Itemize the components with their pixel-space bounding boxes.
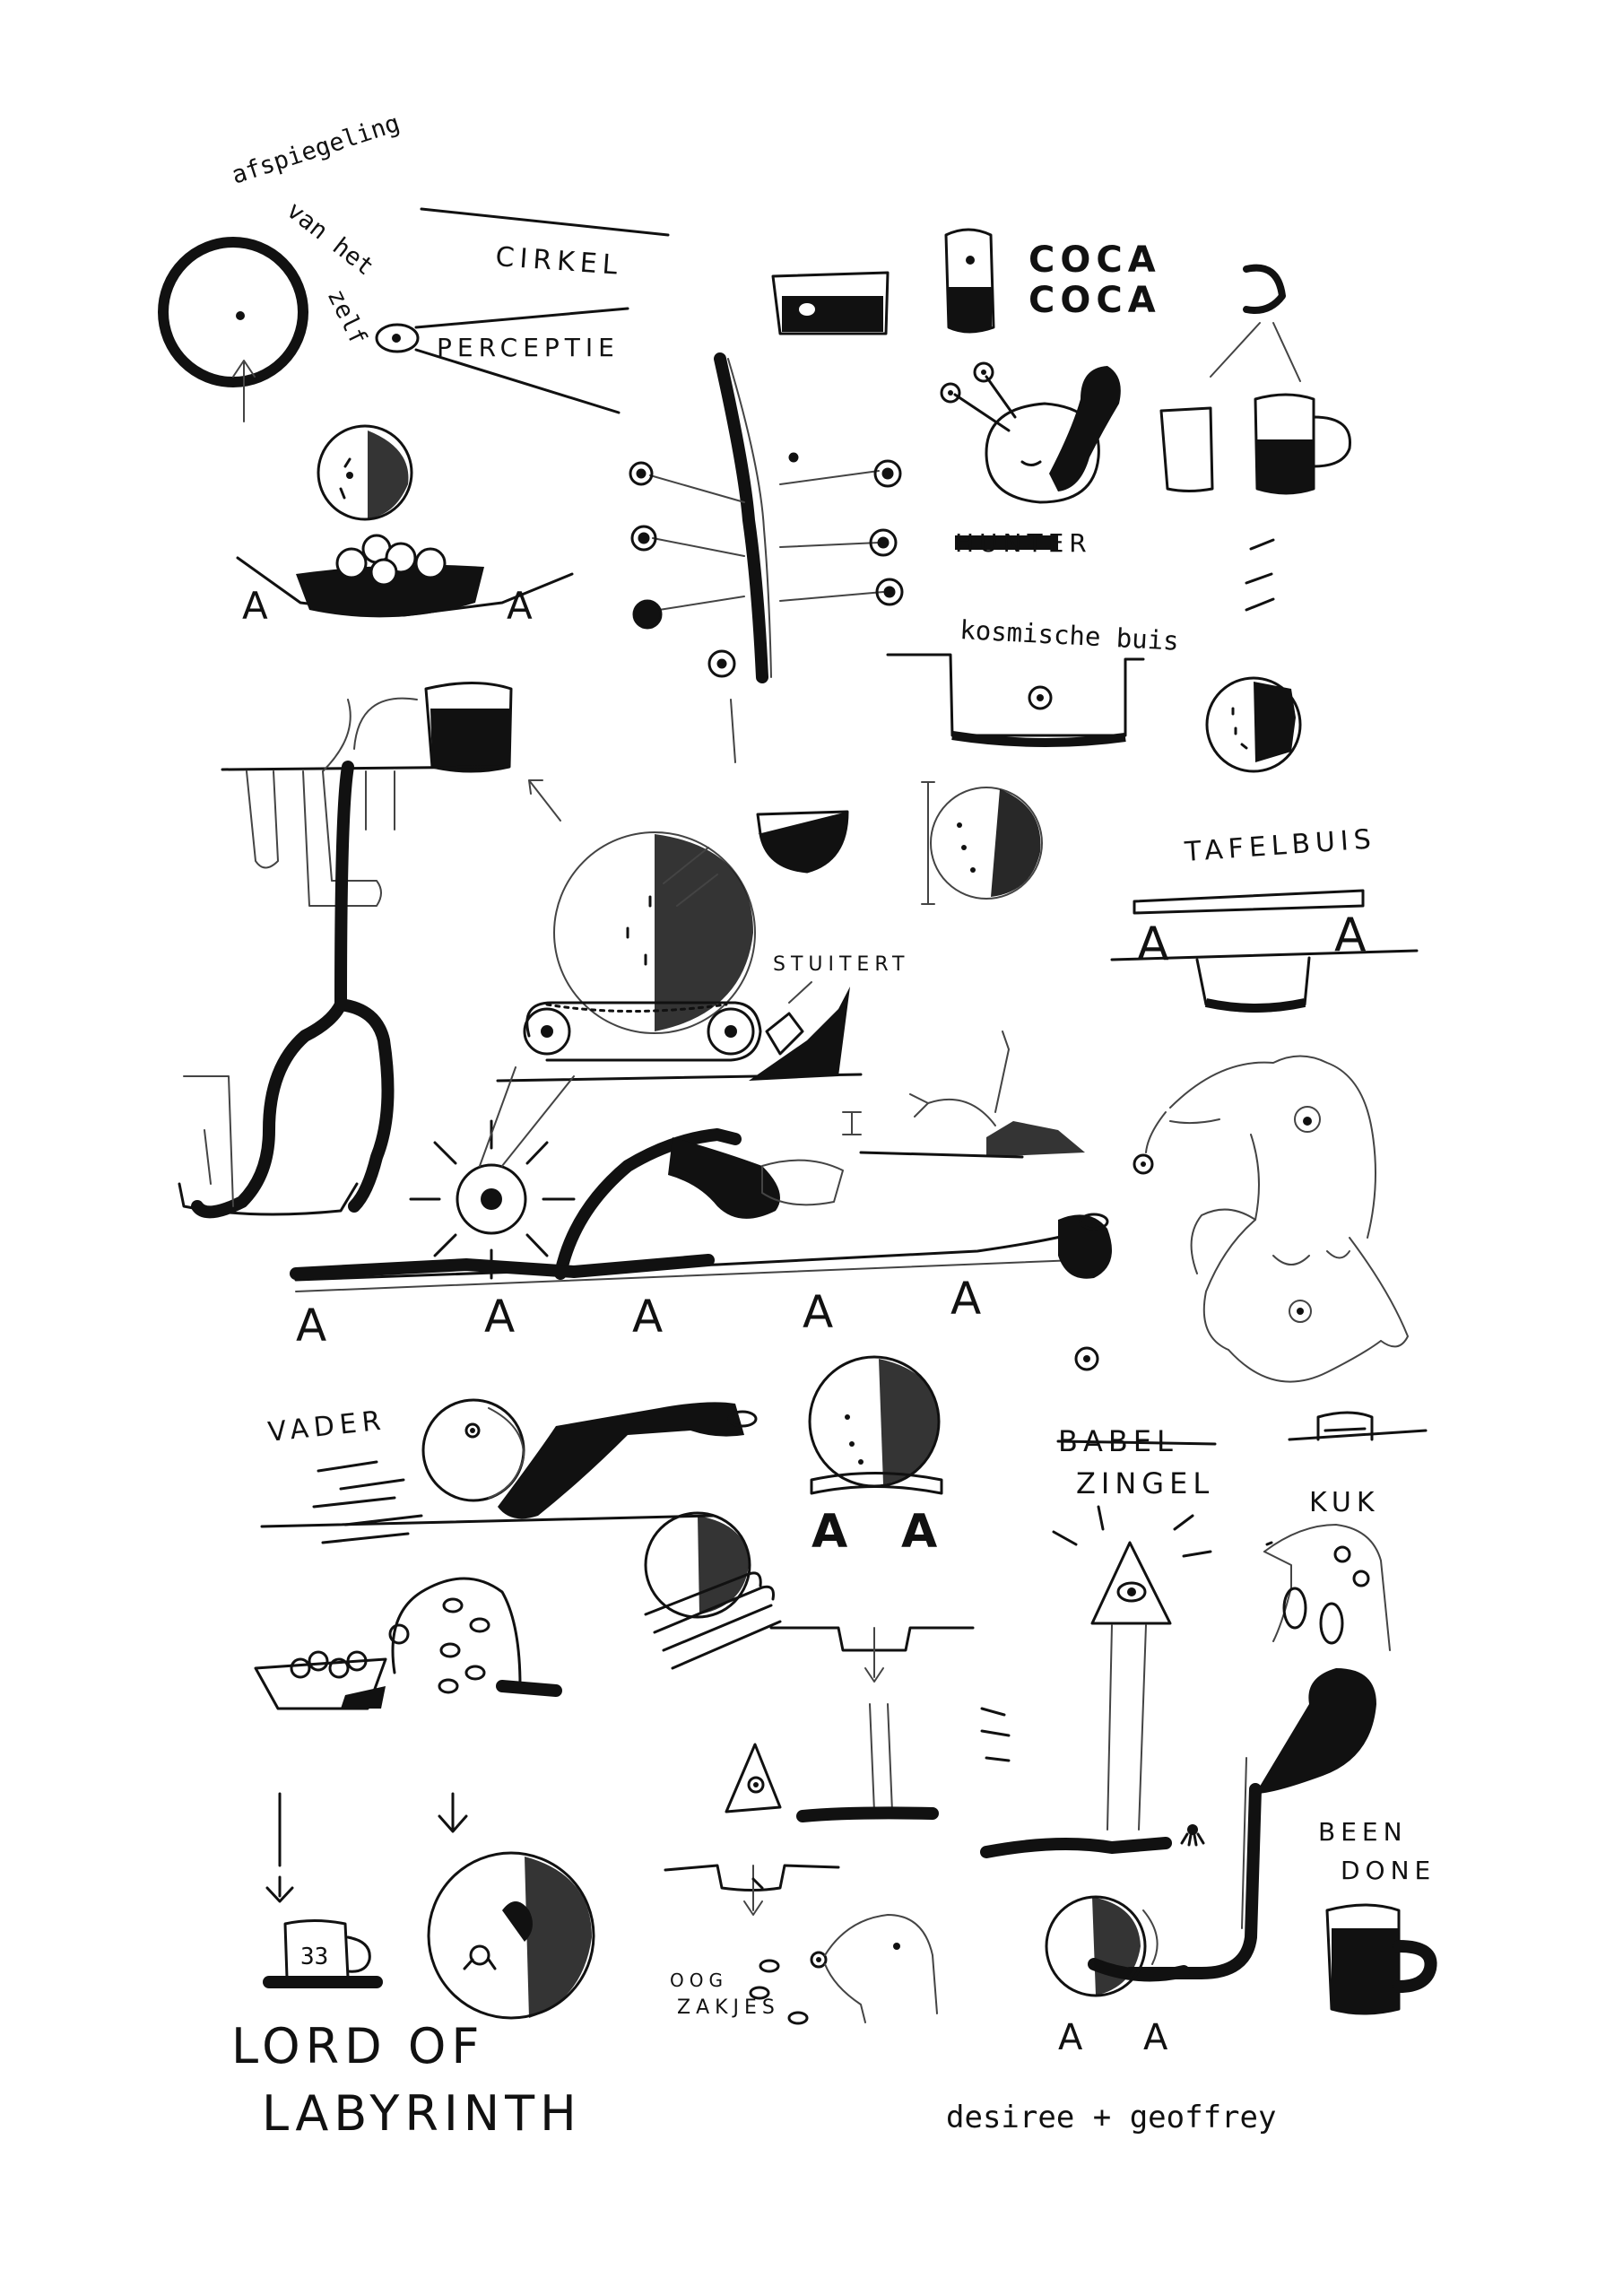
tafelbuis: TAFELBUIS A A [1110,823,1419,1013]
title-labyrinth: LABYRINTH [262,2085,582,2142]
glass-and-mug [1159,264,1351,495]
kuk-scene: KUK [1263,1411,1428,1651]
label-perceptie: PERCEPTIE [437,333,620,362]
label-kuk: KUK [1309,1487,1380,1518]
babel-zingel: BABEL ZINGEL [980,1424,1217,1858]
half-black-bowl [756,810,849,874]
label-been: BEEN [1318,1817,1408,1847]
label-hunter: HUNTER [955,528,1092,558]
black-mug-left [353,682,513,773]
vader-scene: VADER [260,1398,758,1544]
title-lord-of: LORD OF [231,2018,485,2074]
big-sphere-bottom [427,1792,595,2020]
mirror-circle [158,237,308,422]
mug-33: 33 [263,1792,383,1988]
caption-afspiegeling: afspiegeling [229,109,404,190]
cirkel-perceptie: CIRKEL PERCEPTIE [375,207,670,414]
sphere-with-bracket [921,781,1043,905]
label-cirkel: CIRKEL [494,241,623,282]
reflection-caption: afspiegeling van het zelf [229,109,404,350]
long-track: A A A A A [290,1213,1112,1371]
dash-marks [1245,538,1275,612]
sphere-on-stand: A A [808,1355,943,1559]
label-coca-1: COCA [1028,239,1161,281]
signature: desiree + geoffrey [946,2100,1276,2135]
label-tafelbuis: TAFELBUIS [1183,823,1377,868]
trestle-letter: A [632,1291,668,1343]
drop-pipe [769,1626,975,1822]
trestle-letter: A [1143,2017,1173,2058]
bowl-hammock: A A [236,534,574,628]
label-coca-2: COCA [1028,280,1161,321]
black-hook-pipe [178,761,395,1219]
small-triangle-eye [725,1743,782,1813]
label-kosmische-buis: kosmische buis [959,614,1180,657]
eye-ball [317,424,413,521]
trestle-letter: A [507,584,538,628]
trestle-letter: A [1137,918,1175,971]
black-hook-pipe-right [1088,1668,1376,1982]
label-oog: OOG [670,1970,728,1991]
caption-van-het: van het [282,196,379,281]
label-zingel: ZINGEL [1076,1466,1214,1500]
sphere-on-aa-right: A A [1045,1895,1173,2058]
trestle-letter: A [1058,2017,1088,2058]
trestle-letter: A [484,1291,520,1343]
trestle-letter: A [812,1505,853,1559]
spider [1180,1824,1205,1847]
label-done: DONE [1341,1856,1436,1885]
label-vader: VADER [266,1405,387,1448]
coca-cola-section: COCA COCA [771,228,1161,335]
branch-sculpture [629,352,904,763]
dash-marks [980,1707,1011,1762]
trestle-letter: A [296,1300,332,1352]
striped-sphere-right [1205,676,1302,773]
label-stuitert: STUITERT [773,953,909,976]
caption-zelf: zelf [322,284,372,349]
trestle-letter: A [950,1273,986,1325]
bird-figure [1133,1055,1409,1383]
trestle-letter: A [901,1505,942,1559]
mug-number: 33 [300,1944,328,1970]
trestle-letter: A [242,584,273,628]
eyed-head [254,1577,562,1710]
black-slide [554,1031,1085,1280]
been-done: BEEN DONE [1318,1817,1437,2015]
sphere-logs [644,1511,782,1670]
label-zakjes: ZAKJES [677,1996,780,2019]
kosmische-buis: kosmische buis [886,614,1180,747]
shelf-pipes [221,699,504,907]
trestle-letter: A [803,1286,838,1338]
title-block: LORD OF LABYRINTH [231,2018,582,2142]
hunter-creature: HUNTER [940,361,1121,558]
stuitert-conveyor: STUITERT [496,953,996,1135]
oog-zakjes: OOG ZAKJES [664,1864,938,2025]
waterwheel [409,1066,576,1280]
big-striped-sphere [528,779,756,1034]
